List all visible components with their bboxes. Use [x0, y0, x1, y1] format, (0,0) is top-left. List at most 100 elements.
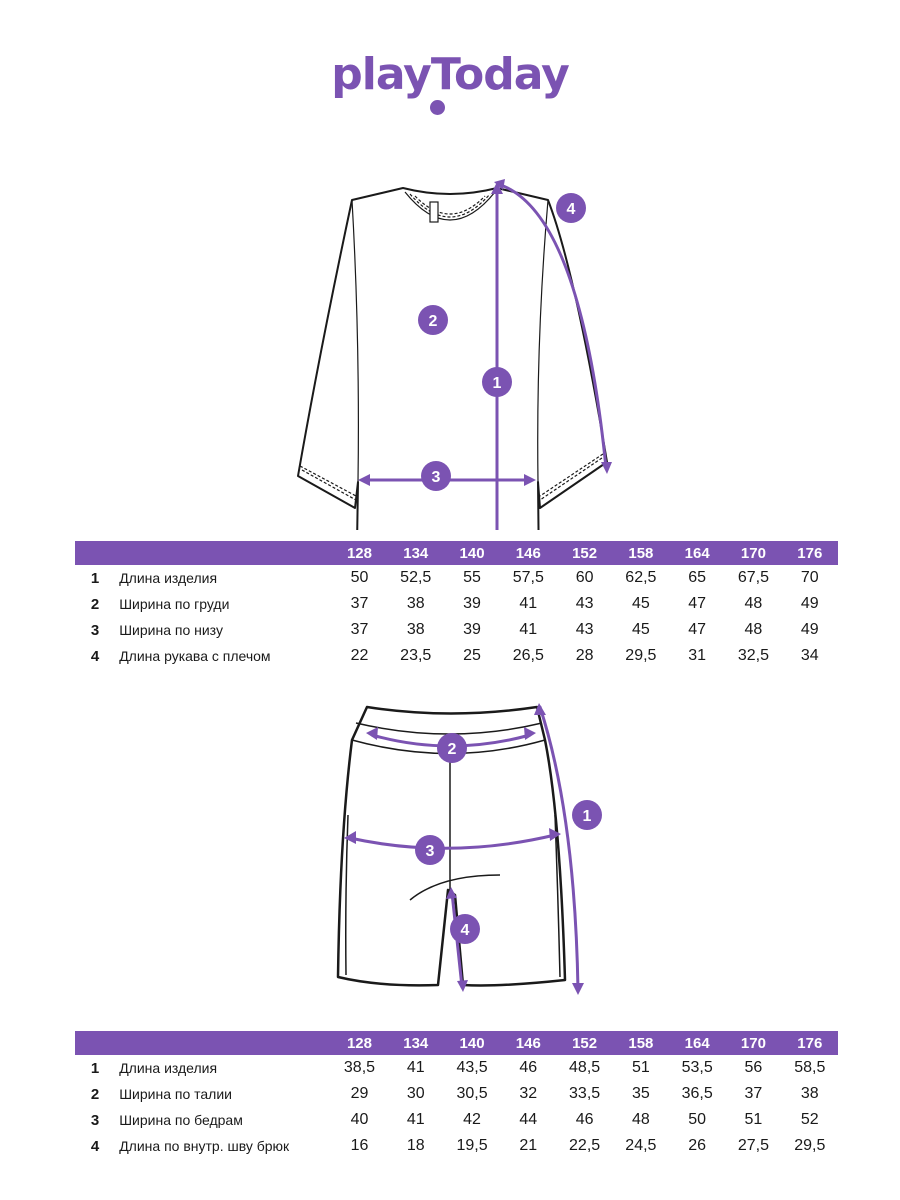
size-header: 158	[612, 541, 670, 565]
cell-value: 70	[800, 569, 819, 586]
cell-value: 30,5	[456, 1085, 488, 1102]
row-label: Длина изделия	[119, 570, 218, 586]
cell-value: 47	[688, 621, 707, 638]
cell-value: 56	[744, 1059, 763, 1076]
cell-value: 30	[406, 1085, 425, 1102]
cell-value: 44	[519, 1111, 538, 1128]
size-header: 176	[781, 541, 838, 565]
size-header: 152	[556, 1031, 613, 1055]
size-header: 158	[612, 1031, 670, 1055]
row-number: 2	[90, 1085, 100, 1103]
cell-value: 38	[406, 595, 425, 612]
shorts-measure-length	[538, 705, 580, 992]
cell-value: 38	[406, 621, 425, 638]
size-header: 164	[669, 1031, 726, 1055]
size-header: 128	[331, 1031, 388, 1055]
table-row: 3 Ширина по низу 37 38 39 41 43 45 47 48…	[75, 617, 838, 643]
cell-value: 53,5	[681, 1059, 713, 1076]
svg-text:2: 2	[429, 313, 438, 330]
brand-logo-text: playToday	[331, 49, 570, 100]
cell-value: 35	[631, 1085, 650, 1102]
cell-value: 51	[744, 1111, 763, 1128]
svg-text:2: 2	[448, 741, 457, 758]
row-label: Ширина по бедрам	[119, 1112, 243, 1128]
cell-value: 58,5	[794, 1059, 826, 1076]
row-number: 3	[90, 1111, 100, 1129]
cell-value: 48	[744, 595, 763, 612]
cell-value: 38,5	[343, 1059, 376, 1076]
cell-value: 55	[463, 569, 481, 586]
cell-value: 48	[631, 1111, 650, 1128]
row-label: Ширина по талии	[119, 1086, 232, 1102]
cell-value: 28	[575, 647, 594, 664]
cell-value: 46	[519, 1059, 538, 1076]
cell-value: 60	[575, 569, 594, 586]
svg-text:1: 1	[493, 375, 502, 392]
tshirt-size-table: 128 134 140 146 152 158 164 170 176 1 Дл…	[75, 541, 838, 669]
tshirt-marker-4: 4	[556, 193, 586, 223]
cell-value: 46	[575, 1111, 594, 1128]
cell-value: 37	[350, 621, 369, 638]
table-row: 3 Ширина по бедрам 40 41 42 44 46 48 50 …	[75, 1107, 838, 1133]
tshirt-marker-1: 1	[482, 367, 512, 397]
size-header: 152	[556, 541, 613, 565]
tshirt-marker-2: 2	[418, 305, 448, 335]
cell-value: 37	[744, 1085, 763, 1102]
cell-value: 27,5	[737, 1137, 769, 1154]
tshirt-table-header: 128 134 140 146 152 158 164 170 176	[75, 541, 838, 565]
cell-value: 25	[463, 647, 481, 664]
tshirt-drawing: 1 2 3 4	[0, 170, 900, 530]
cell-value: 48,5	[569, 1059, 601, 1076]
tshirt-neckline	[404, 191, 496, 221]
row-label: Ширина по груди	[119, 596, 230, 612]
cell-value: 23,5	[400, 647, 432, 664]
svg-text:4: 4	[461, 922, 470, 939]
size-header: 140	[443, 541, 501, 565]
row-number: 4	[90, 647, 100, 665]
cell-value: 42	[463, 1111, 481, 1128]
cell-value: 36,5	[681, 1085, 713, 1102]
cell-value: 65	[688, 569, 707, 586]
size-header: 134	[387, 1031, 444, 1055]
cell-value: 50	[688, 1111, 707, 1128]
brand-logo: playToday	[300, 50, 600, 130]
cell-value: 26,5	[512, 647, 544, 664]
row-number: 2	[90, 595, 100, 613]
table-row: 1 Длина изделия 50 52,5 55 57,5 60 62,5 …	[75, 565, 838, 591]
table-row: 4 Длина рукава с плечом 22 23,5 25 26,5 …	[75, 643, 838, 669]
tshirt-marker-3: 3	[421, 461, 451, 491]
cell-value: 51	[631, 1059, 650, 1076]
cell-value: 45	[631, 595, 650, 612]
size-header: 140	[443, 1031, 501, 1055]
table-row: 1 Длина изделия 38,5 41 43,5 46 48,5 51 …	[75, 1055, 838, 1081]
svg-text:4: 4	[567, 201, 576, 218]
row-label: Длина рукава с плечом	[119, 648, 271, 664]
shorts-size-table: 128 134 140 146 152 158 164 170 176 1 Дл…	[75, 1031, 838, 1159]
shorts-marker-3: 3	[415, 835, 445, 865]
row-label: Ширина по низу	[119, 622, 223, 638]
shorts-drawing: 1 2 3 4	[0, 695, 900, 1005]
cell-value: 39	[463, 621, 481, 638]
cell-value: 49	[800, 621, 819, 638]
size-header: 134	[387, 541, 444, 565]
cell-value: 57,5	[512, 569, 544, 586]
cell-value: 22,5	[569, 1137, 601, 1154]
cell-value: 19,5	[456, 1137, 488, 1154]
svg-text:3: 3	[432, 469, 441, 486]
size-header: 164	[669, 541, 726, 565]
cell-value: 39	[463, 595, 481, 612]
cell-value: 32,5	[737, 647, 769, 664]
cell-value: 43	[575, 595, 594, 612]
cell-value: 33,5	[569, 1085, 601, 1102]
table-row: 2 Ширина по груди 37 38 39 41 43 45 47 4…	[75, 591, 838, 617]
cell-value: 45	[631, 621, 650, 638]
cell-value: 24,5	[625, 1137, 657, 1154]
cell-value: 29,5	[625, 647, 657, 664]
tshirt-measure-sleeve	[496, 182, 608, 470]
svg-text:3: 3	[426, 843, 435, 860]
cell-value: 41	[406, 1059, 425, 1076]
row-number: 1	[90, 569, 100, 587]
shorts-marker-4: 4	[450, 914, 480, 944]
table-row: 2 Ширина по талии 29 30 30,5 32 33,5 35 …	[75, 1081, 838, 1107]
row-number: 3	[90, 621, 100, 639]
